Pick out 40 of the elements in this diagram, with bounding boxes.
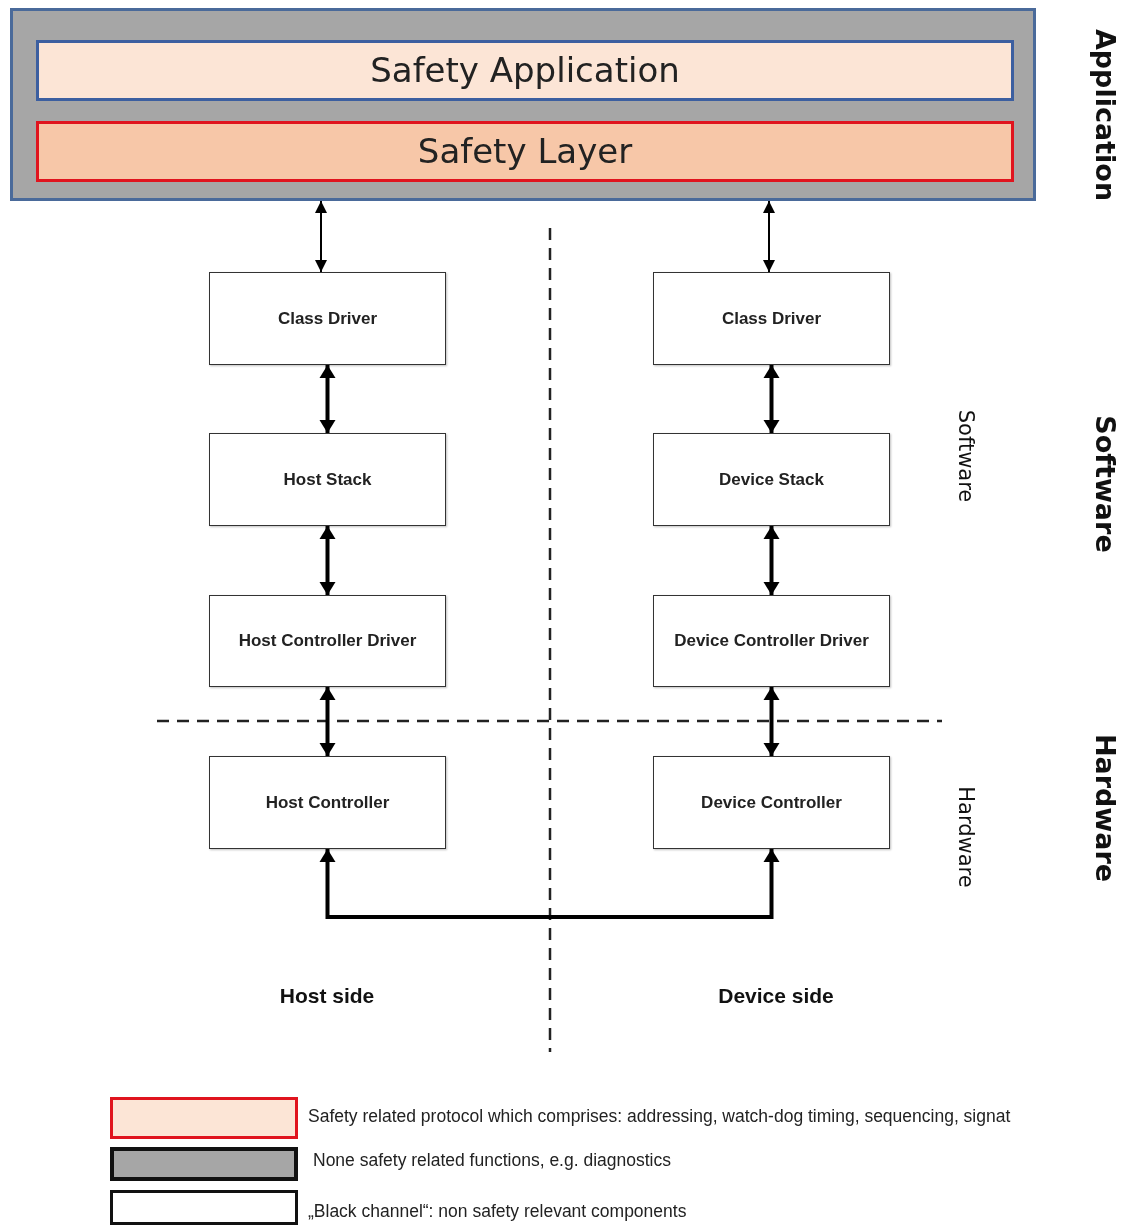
layer-label: Software (1089, 415, 1121, 553)
legend-text: None safety related functions, e.g. diagnostics (313, 1149, 671, 1171)
layer-label: Application (1089, 28, 1121, 202)
box-label: Host Controller (265, 792, 390, 813)
double-arrow (763, 687, 780, 756)
box-label: Class Driver (277, 308, 378, 329)
double-arrow (319, 526, 336, 595)
safety-layer-box (36, 121, 1014, 182)
double-arrow (315, 200, 327, 273)
box-label: Host Controller Driver (238, 631, 417, 651)
legend-text: Safety related protocol which comprises: addressing, watch-dog timing, sequencing, signat (308, 1105, 1011, 1127)
component-box (653, 595, 890, 687)
box-label: Device Stack (719, 469, 824, 490)
component-box (209, 433, 446, 526)
layer-label: Hardware (1089, 733, 1121, 883)
double-arrow (319, 365, 336, 433)
component-box (653, 433, 890, 526)
box-label: Device Controller (701, 792, 842, 813)
layer-panel (10, 8, 1036, 201)
double-arrow (763, 200, 775, 273)
sublayer-label: Hardware (954, 786, 978, 888)
component-box (209, 595, 446, 687)
component-box (209, 272, 446, 365)
box-label: Safety Layer (417, 131, 633, 172)
box-label: Safety Application (370, 50, 680, 91)
double-arrow (763, 365, 780, 433)
side-label: Device side (718, 984, 834, 1008)
legend-text: „Black channel“: non safety relevant components (308, 1200, 687, 1222)
application-box (36, 40, 1014, 101)
component-box (653, 272, 890, 365)
double-arrow (763, 526, 780, 595)
sublayer-label: Software (954, 409, 978, 503)
box-label: Device Controller Driver (674, 631, 869, 651)
component-box (653, 756, 890, 849)
component-box (209, 756, 446, 849)
box-label: Host Stack (283, 469, 372, 490)
side-label: Host side (279, 984, 375, 1008)
box-label: Class Driver (721, 308, 822, 329)
double-arrow (319, 687, 336, 756)
double-arrow (319, 849, 780, 919)
